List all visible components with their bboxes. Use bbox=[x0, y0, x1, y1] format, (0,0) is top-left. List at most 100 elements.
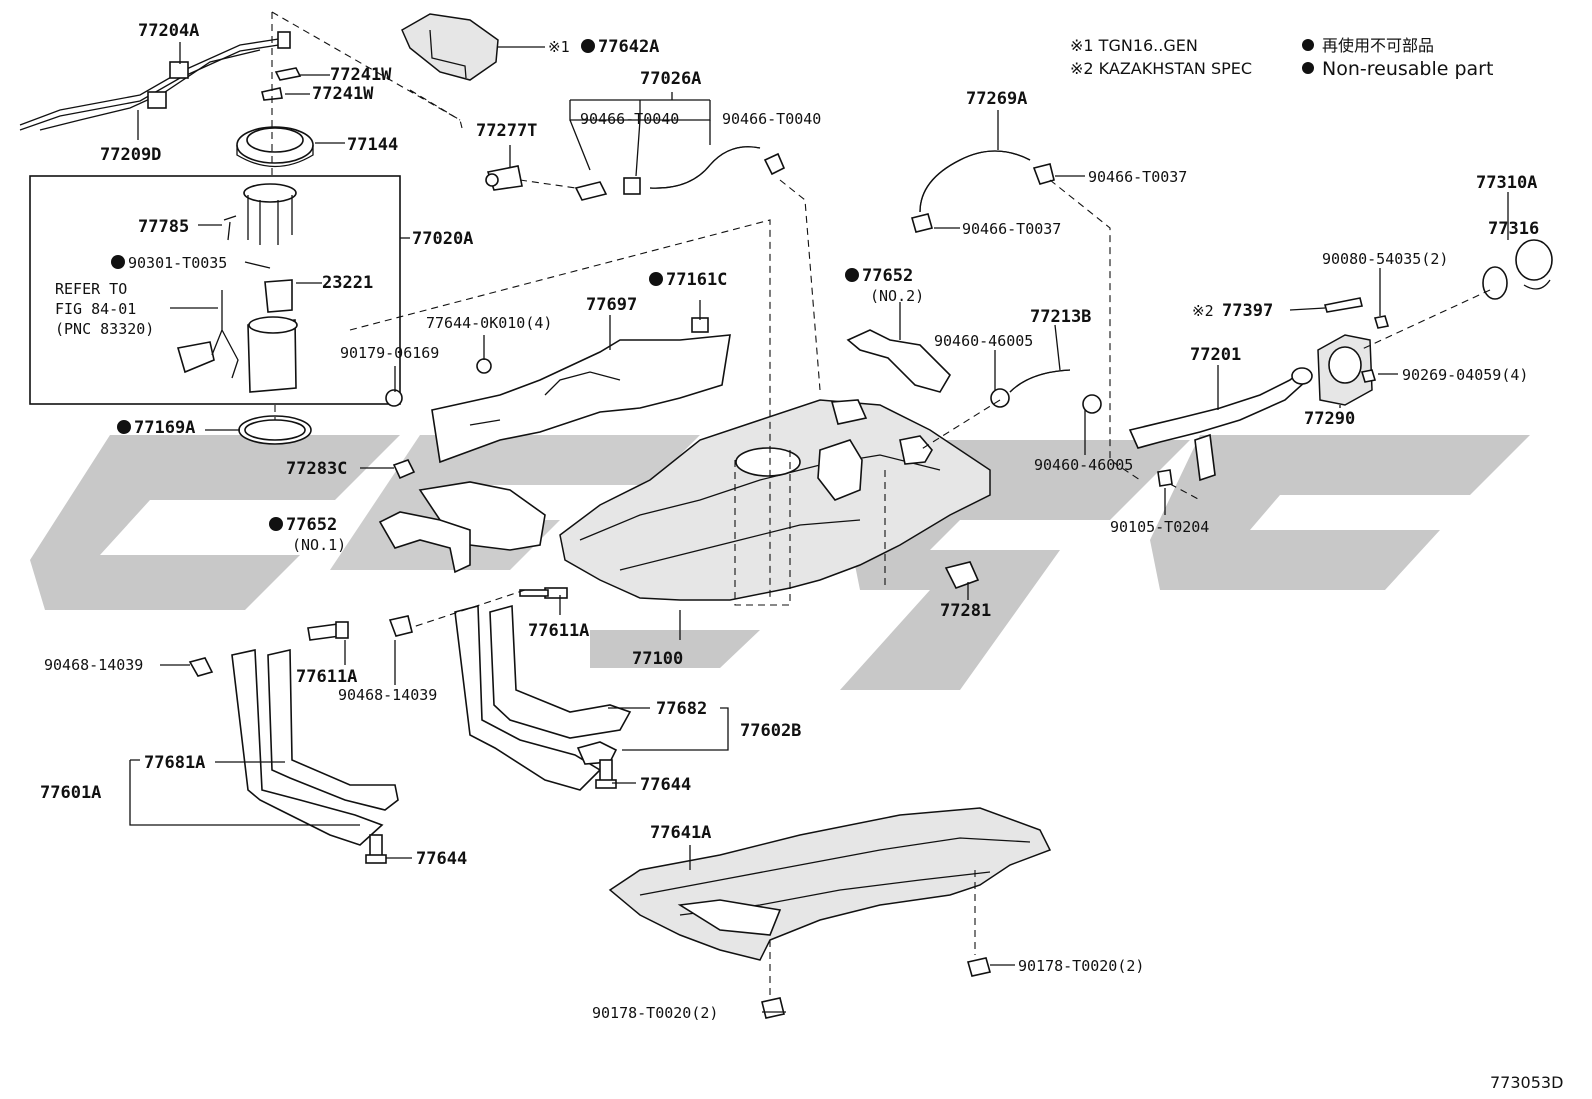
label-77144: 77144 bbox=[347, 135, 398, 155]
clip bbox=[392, 459, 416, 480]
non-reusable-icon bbox=[117, 420, 131, 434]
label-90468-14039: 90468-14039 bbox=[338, 686, 437, 704]
label-77682: 77682 bbox=[656, 699, 707, 719]
label-no2: (NO.2) bbox=[870, 287, 924, 305]
label-77641A: 77641A bbox=[650, 823, 711, 843]
bolt bbox=[519, 587, 617, 789]
label-77785: 77785 bbox=[138, 217, 189, 237]
bullet-icon bbox=[1302, 39, 1314, 51]
fuel-tank-protector bbox=[608, 807, 1052, 961]
label-90178-T0020: 90178-T0020(2) bbox=[1018, 957, 1144, 975]
protector-no2 bbox=[846, 329, 952, 393]
label-plate bbox=[1323, 297, 1363, 313]
dash-line bbox=[779, 179, 886, 590]
bolt bbox=[365, 834, 387, 864]
label-77644-0K010: 77644-0K010(4) bbox=[426, 314, 552, 332]
label-77652-no2: 77652 bbox=[862, 266, 913, 286]
leader-lines bbox=[129, 42, 1509, 1013]
leader-line bbox=[569, 119, 711, 177]
label-no1: (NO.1) bbox=[292, 536, 346, 554]
label-note1-prefix: ※1 bbox=[548, 38, 570, 56]
label-77209D: 77209D bbox=[100, 145, 161, 165]
vent-hose bbox=[574, 146, 786, 201]
label-77611A: 77611A bbox=[296, 667, 357, 687]
fuel-pump-assembly bbox=[176, 183, 298, 393]
label-77290: 77290 bbox=[1304, 409, 1355, 429]
refer-line-3: (PNC 83320) bbox=[55, 320, 154, 338]
dash-line bbox=[1169, 483, 1201, 501]
dash-line bbox=[519, 179, 577, 189]
heat-insulator bbox=[401, 13, 499, 81]
legend-bullet-1: 再使用不可部品 bbox=[1322, 36, 1434, 55]
small-bolt bbox=[1360, 315, 1390, 383]
label-77201: 77201 bbox=[1190, 345, 1241, 365]
non-reusable-icon bbox=[845, 268, 859, 282]
label-77241W: 77241W bbox=[312, 84, 374, 104]
legend-note-1: ※1 TGN16..GEN bbox=[1070, 36, 1198, 55]
label-77277T: 77277T bbox=[476, 121, 537, 141]
label-77100: 77100 bbox=[632, 649, 683, 669]
label-77642A: 77642A bbox=[598, 37, 659, 57]
non-reusable-icon bbox=[111, 255, 125, 269]
label-90179-06169: 90179-06169 bbox=[340, 344, 439, 362]
label-90301-T0035: 90301-T0035 bbox=[128, 254, 227, 272]
label-77644: 77644 bbox=[416, 849, 467, 869]
label-77316: 77316 bbox=[1488, 219, 1539, 239]
label-90460-46005: 90460-46005 bbox=[1034, 456, 1133, 474]
breather-hose bbox=[911, 150, 1055, 233]
label-77283C: 77283C bbox=[286, 459, 347, 479]
label-77681A: 77681A bbox=[144, 753, 205, 773]
dash-line bbox=[271, 11, 463, 129]
bullet-icon bbox=[1302, 62, 1314, 74]
legend-note-2: ※2 KAZAKHSTAN SPEC bbox=[1070, 59, 1252, 78]
non-reusable-icon bbox=[581, 39, 595, 53]
label-77310A: 77310A bbox=[1476, 173, 1537, 193]
label-77397: 77397 bbox=[1222, 301, 1273, 321]
label-77169A: 77169A bbox=[134, 418, 195, 438]
sensor-clip bbox=[944, 561, 980, 589]
heat-shield-no1 bbox=[378, 481, 546, 574]
label-23221: 23221 bbox=[322, 273, 373, 293]
fuel-tank bbox=[559, 399, 991, 601]
dash-line bbox=[409, 589, 526, 629]
label-77652-no1: 77652 bbox=[286, 515, 337, 535]
fuel-filler-opening-box bbox=[1317, 334, 1373, 406]
clip bbox=[188, 657, 214, 677]
dash-line bbox=[919, 399, 1001, 451]
legend: ※1 TGN16..GEN ※2 KAZAKHSTAN SPEC 再使用不可部品… bbox=[1070, 36, 1493, 80]
label-90466-T0037: 90466-T0037 bbox=[962, 220, 1061, 238]
clip bbox=[261, 67, 302, 101]
label-90468-14039: 90468-14039 bbox=[44, 656, 143, 674]
dash-line bbox=[1049, 179, 1141, 481]
label-77241W: 77241W bbox=[330, 65, 392, 85]
label-90080-54035: 90080-54035(2) bbox=[1322, 250, 1448, 268]
grommet bbox=[385, 389, 403, 407]
label-77204A: 77204A bbox=[138, 21, 199, 41]
label-90178-T0020: 90178-T0020(2) bbox=[592, 1004, 718, 1022]
label-77281: 77281 bbox=[940, 601, 991, 621]
non-reusable-icon bbox=[649, 272, 663, 286]
label-90460-46005: 90460-46005 bbox=[934, 332, 1033, 350]
refer-line-2: FIG 84-01 bbox=[55, 300, 136, 318]
label-77269A: 77269A bbox=[966, 89, 1027, 109]
gasket bbox=[238, 415, 312, 445]
dash-line bbox=[769, 870, 976, 995]
label-77611A: 77611A bbox=[528, 621, 589, 641]
label-77601A: 77601A bbox=[40, 783, 101, 803]
label-77020A: 77020A bbox=[412, 229, 473, 249]
retainer-ring bbox=[236, 126, 314, 168]
vent-valve bbox=[485, 165, 523, 191]
fuel-filler-hose bbox=[990, 369, 1102, 414]
clip bbox=[388, 615, 413, 637]
dash-line bbox=[349, 219, 791, 606]
fuel-hose-assembly bbox=[19, 31, 291, 131]
protector-bracket bbox=[431, 317, 731, 464]
label-90105-T0204: 90105-T0204 bbox=[1110, 518, 1209, 536]
label-77213B: 77213B bbox=[1030, 307, 1091, 327]
bolt bbox=[1157, 469, 1173, 487]
label-77161C: 77161C bbox=[666, 270, 727, 290]
label-77644: 77644 bbox=[640, 775, 691, 795]
label-77026A: 77026A bbox=[640, 69, 701, 89]
label-90466-T0040: 90466-T0040 bbox=[722, 110, 821, 128]
